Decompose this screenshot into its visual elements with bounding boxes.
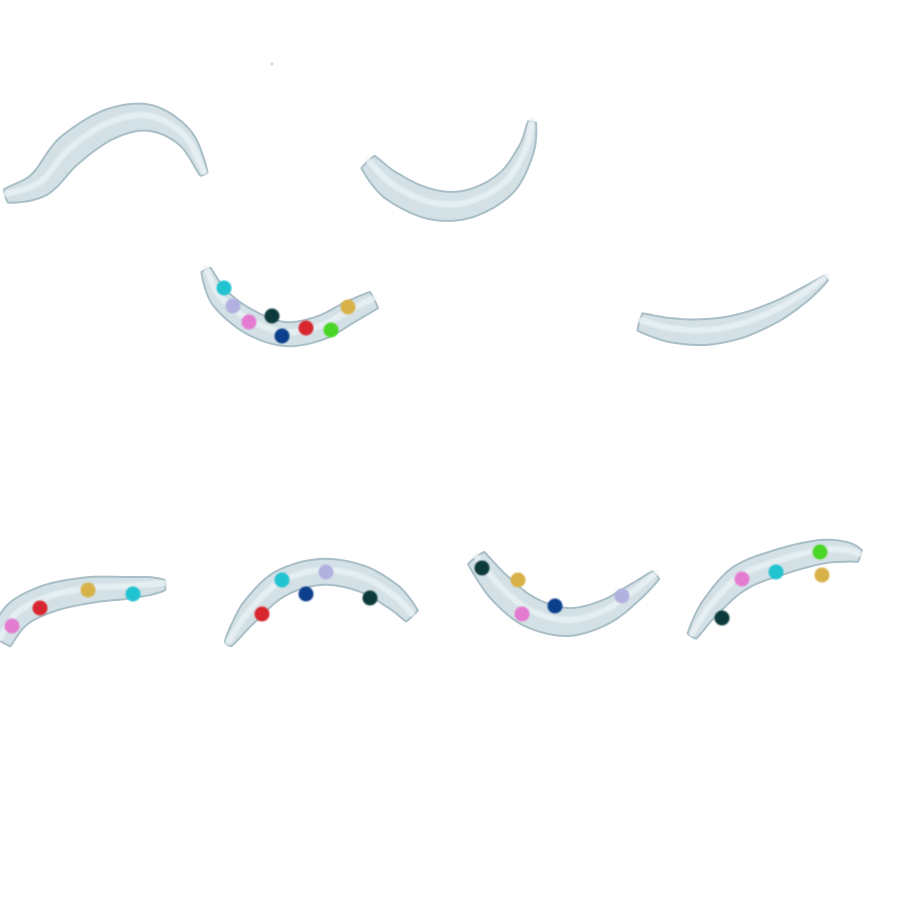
worm-middle-right xyxy=(636,273,829,346)
worm-bottom-4 xyxy=(686,538,863,640)
fluorescent-dot xyxy=(225,298,241,314)
worm-bottom-2 xyxy=(223,557,419,648)
fluorescent-dot xyxy=(362,590,378,606)
worm-bottom-3 xyxy=(467,550,661,637)
fluorescent-dot xyxy=(510,572,526,588)
fluorescent-dot xyxy=(812,544,828,560)
worm-body xyxy=(686,538,863,640)
fluorescent-dot xyxy=(254,606,270,622)
worm-bottom-1 xyxy=(0,575,168,648)
fluorescent-dot xyxy=(318,564,334,580)
fluorescent-dot xyxy=(80,582,96,598)
worm-top-left xyxy=(3,102,209,204)
worm-body xyxy=(0,575,167,648)
fluorescent-dot xyxy=(298,320,314,336)
fluorescent-dot xyxy=(4,618,20,634)
worm-middle-left xyxy=(200,265,379,348)
worm-body xyxy=(360,120,538,222)
fluorescent-dot xyxy=(614,588,630,604)
worm-top-right xyxy=(360,117,538,222)
fluorescent-dot xyxy=(125,586,141,602)
fluorescent-dot xyxy=(340,299,356,315)
fluorescent-dot xyxy=(274,572,290,588)
fluorescent-dot xyxy=(264,308,280,324)
fluorescent-dot xyxy=(323,322,339,338)
worm-highlight xyxy=(473,553,659,624)
fluorescent-dot xyxy=(547,598,563,614)
fluorescent-dot xyxy=(474,560,490,576)
fluorescent-dot xyxy=(768,564,784,580)
fluorescent-dot xyxy=(298,586,314,602)
speck xyxy=(270,62,274,66)
fluorescent-dot xyxy=(714,610,730,626)
worm-highlight xyxy=(365,117,535,208)
fluorescent-dot xyxy=(32,600,48,616)
fluorescent-dot xyxy=(216,280,232,296)
worm-highlight xyxy=(689,546,863,637)
worm-highlight xyxy=(637,273,829,334)
worm-highlight xyxy=(3,112,207,197)
fluorescent-dot xyxy=(241,314,257,330)
fluorescent-dot xyxy=(734,571,750,587)
worms-layer xyxy=(0,102,863,648)
fluorescent-dot xyxy=(814,567,830,583)
fluorescent-dot xyxy=(514,606,530,622)
fluorescent-dot xyxy=(274,328,290,344)
worm-body xyxy=(3,102,209,204)
